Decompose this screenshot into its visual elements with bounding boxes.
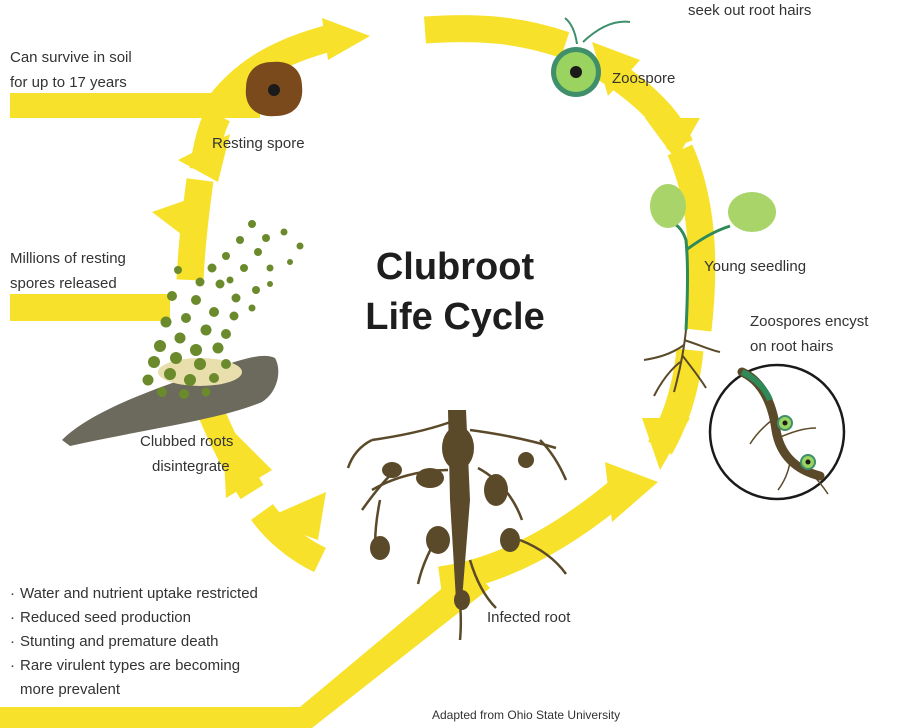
release-feeder-arrow <box>10 294 170 321</box>
resting-spore-dot <box>154 340 166 352</box>
resting-spore-dot <box>170 352 182 364</box>
effects-item-text: Reduced seed production <box>20 609 191 626</box>
label-encyst-line-2: on root hairs <box>750 334 833 359</box>
encysted-root-inset-icon <box>710 365 844 499</box>
cycle-arc-top <box>425 29 565 45</box>
resting-spore-dot <box>202 388 211 397</box>
label-survive-line-1: Can survive in soil <box>10 45 132 70</box>
resting-spore-dot <box>240 264 248 272</box>
resting-spore-dot <box>227 277 234 284</box>
label-zoospore: Zoospore <box>612 66 675 91</box>
label-millions-line-1: Millions of resting <box>10 246 126 271</box>
resting-spore-dot <box>175 333 186 344</box>
effects-item: ·Reduced seed production <box>10 606 258 630</box>
bullet-glyph: · <box>10 606 20 630</box>
resting-spore-dot <box>201 325 212 336</box>
resting-spore-dot <box>232 294 241 303</box>
resting-spore-dot <box>194 358 206 370</box>
effects-list: ·Water and nutrient uptake restricted ·R… <box>10 582 258 702</box>
effects-item-continuation: more prevalent <box>10 678 258 702</box>
label-resting-spore: Resting spore <box>212 131 305 156</box>
bullet-glyph: · <box>10 630 20 654</box>
resting-spore-dot <box>254 248 262 256</box>
resting-spore-dot <box>230 312 239 321</box>
label-seek-root-hairs: seek out root hairs <box>688 0 811 23</box>
resting-spore-dot <box>248 220 256 228</box>
resting-spore-dot <box>191 295 201 305</box>
resting-spore-dot <box>209 373 219 383</box>
resting-spore-dot <box>287 259 293 265</box>
resting-spore-dot <box>161 317 172 328</box>
resting-spore-dot <box>216 280 225 289</box>
resting-spore-dot <box>281 229 288 236</box>
bullet-glyph: · <box>10 582 20 606</box>
resting-spore-icon <box>246 62 302 116</box>
effects-item: ·Water and nutrient uptake restricted <box>10 582 258 606</box>
resting-spore-dot <box>179 389 189 399</box>
arrowhead-bottom-right <box>605 462 658 522</box>
effects-item-text: Water and nutrient uptake restricted <box>20 585 258 602</box>
resting-spore-dot <box>181 313 191 323</box>
resting-spore-dot <box>267 281 273 287</box>
resting-spore-dot <box>236 236 244 244</box>
resting-spore-dot <box>222 252 230 260</box>
arrowhead-right-lower <box>642 418 690 470</box>
resting-spore-dot <box>249 305 256 312</box>
effects-item-text: Stunting and premature death <box>20 633 218 650</box>
source-credit: Adapted from Ohio State University <box>432 706 620 724</box>
bullet-glyph: · <box>10 654 20 678</box>
title-line-2: Life Cycle <box>325 292 585 342</box>
label-clubbed-line-2: disintegrate <box>152 454 230 479</box>
label-infected-root: Infected root <box>487 605 570 630</box>
resting-spore-dot <box>262 234 270 242</box>
effects-item: ·Rare virulent types are becoming more pr… <box>10 654 258 702</box>
title-line-1: Clubroot <box>325 242 585 292</box>
label-millions-line-2: spores released <box>10 271 117 296</box>
resting-spore-dot <box>208 264 217 273</box>
resting-spore-dot <box>190 344 202 356</box>
label-encyst-line-1: Zoospores encyst <box>750 309 868 334</box>
resting-spore-dot <box>164 368 176 380</box>
diagram-title: Clubroot Life Cycle <box>325 242 585 342</box>
arrowhead-top-left <box>322 18 370 60</box>
label-survive-line-2: for up to 17 years <box>10 70 127 95</box>
resting-spore-dot <box>267 265 274 272</box>
resting-spore-dot <box>209 307 219 317</box>
label-young-seedling: Young seedling <box>704 254 806 279</box>
resting-spore-dot <box>196 278 205 287</box>
resting-spore-dot <box>143 375 154 386</box>
resting-spore-dot <box>221 359 231 369</box>
resting-spore-dot <box>148 356 160 368</box>
resting-spore-dot <box>184 374 196 386</box>
resting-spore-dot <box>167 291 177 301</box>
resting-spore-dot <box>297 243 304 250</box>
effects-item: ·Stunting and premature death <box>10 630 258 654</box>
resting-spore-dot <box>174 266 182 274</box>
effects-item-text: Rare virulent types are becoming <box>20 657 240 674</box>
resting-spore-dot <box>157 387 167 397</box>
resting-spore-dot <box>221 329 231 339</box>
arrowhead-left-upper <box>152 196 202 250</box>
resting-spore-dot <box>213 343 224 354</box>
resting-spore-dot <box>252 286 260 294</box>
label-clubbed-line-1: Clubbed roots <box>140 429 233 454</box>
